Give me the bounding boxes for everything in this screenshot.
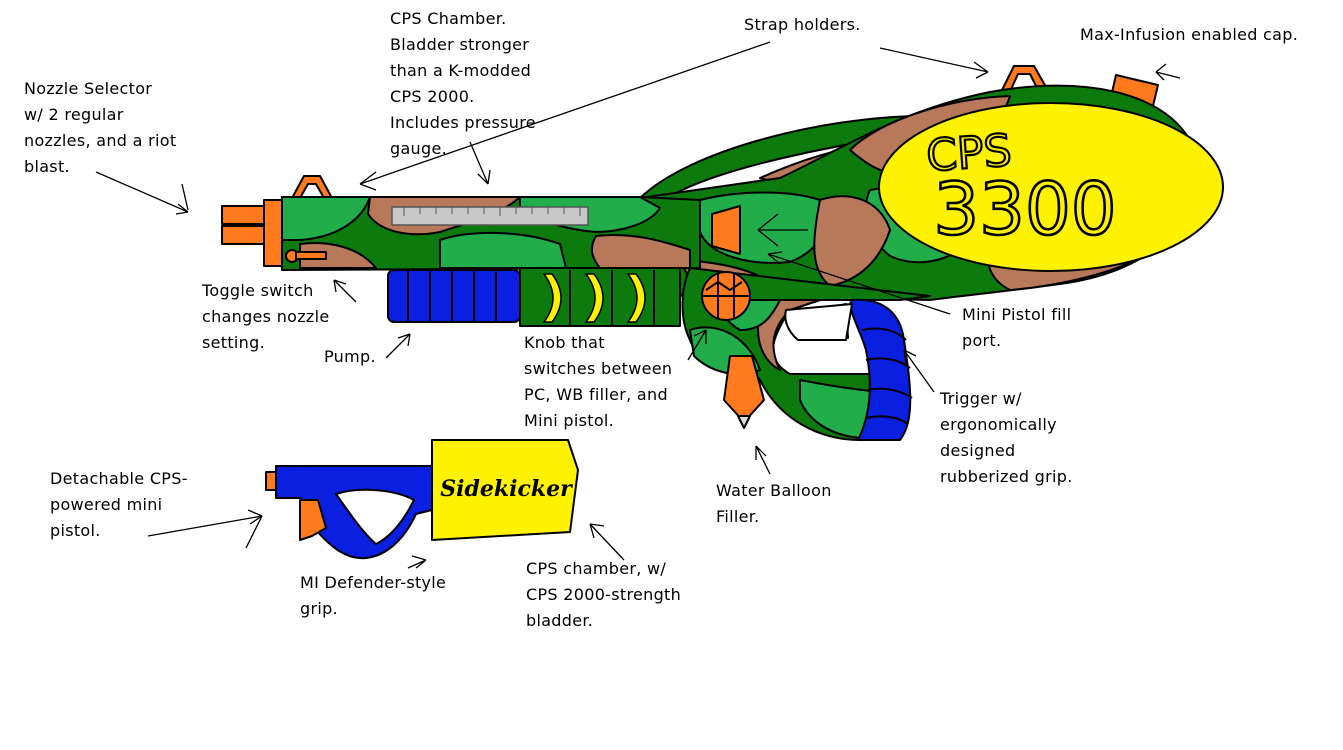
pressure-gauge — [391, 206, 589, 226]
annotation-arrows — [95, 41, 1181, 569]
logo-line2: 3300 — [933, 167, 1116, 251]
label-max-infusion: Max-Infusion enabled cap. — [1080, 25, 1299, 44]
mini-pistol-fill-port — [711, 205, 741, 255]
strap-holder-front — [291, 175, 333, 199]
logo-line1: CPS — [925, 125, 1014, 182]
pistol-chamber — [431, 439, 579, 541]
label-cps-chamber: CPS Chamber. Bladder stronger than a K-m… — [390, 9, 536, 158]
selector-knob — [701, 271, 751, 321]
label-nozzle-selector: Nozzle Selector w/ 2 regular nozzles, an… — [24, 79, 177, 176]
label-detachable: Detachable CPS- powered mini pistol. — [50, 469, 188, 540]
label-m1-grip: MI Defender-style grip. — [300, 573, 447, 618]
trigger-guard — [784, 303, 853, 341]
pump-tube — [519, 267, 681, 327]
toggle-switch — [285, 249, 327, 263]
label-pump: Pump. — [324, 347, 376, 366]
gauge-ticks — [403, 207, 581, 216]
water-balloon-filler — [723, 355, 765, 423]
label-pistol-chamber: CPS chamber, w/ CPS 2000-strength bladde… — [526, 559, 682, 630]
trigger-grip — [849, 298, 912, 441]
label-toggle-switch: Toggle switch changes nozzle setting. — [202, 281, 330, 352]
nozzle-selector — [221, 199, 285, 267]
pistol-trigger — [299, 499, 327, 541]
pump-handle — [387, 269, 521, 323]
label-trigger: Trigger w/ ergonomically designed rubber… — [940, 389, 1073, 486]
sidekicker-mini-pistol: Sidekicker — [265, 439, 579, 560]
label-knob: Knob that switches between PC, WB filler… — [524, 333, 673, 430]
label-strap-holders: Strap holders. — [744, 15, 861, 34]
pistol-logo: Sidekicker — [440, 476, 573, 502]
cps-3300-blaster: CPS 3300 — [221, 65, 1224, 441]
label-water-balloon: Water Balloon Filler. — [716, 481, 832, 526]
logo-ellipse — [878, 102, 1224, 272]
pistol-grip-cutout — [335, 488, 415, 545]
label-mini-pistol-fill: Mini Pistol fill port. — [962, 305, 1072, 350]
